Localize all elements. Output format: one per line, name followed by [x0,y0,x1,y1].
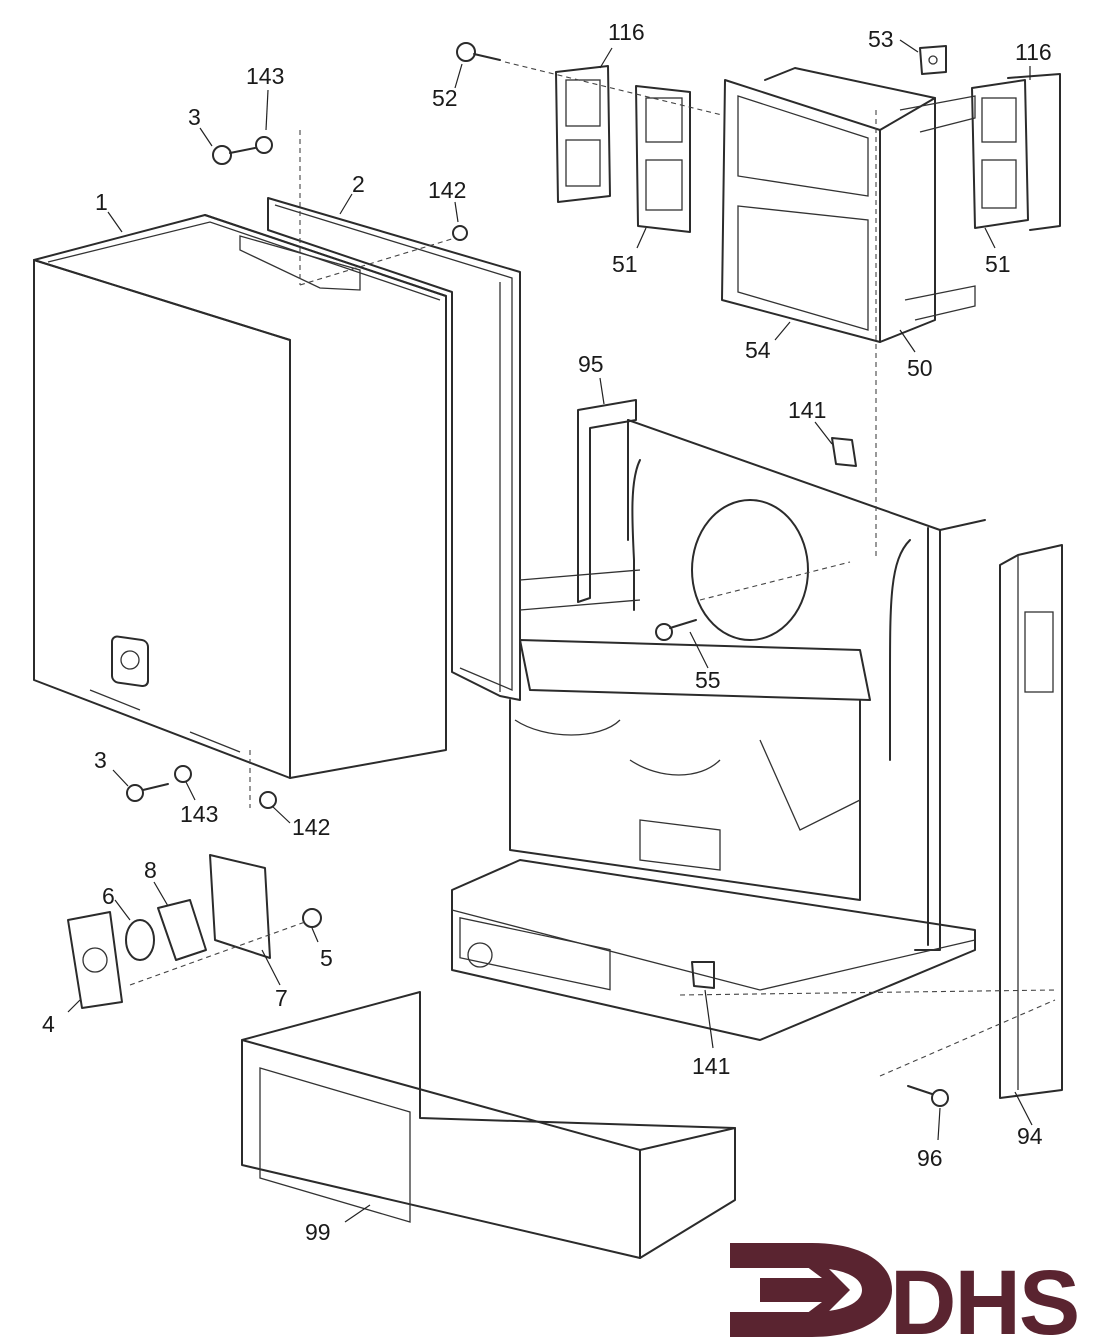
callout-116-left: 116 [608,19,645,45]
part-53-clip [919,45,947,75]
part-94-side-panel [999,544,1063,1099]
callout-142-upper: 142 [428,177,466,203]
assembly-dashes [129,61,1056,1077]
callout-2: 2 [352,171,365,197]
callout-53: 53 [868,26,894,52]
leader-lines [67,39,1033,1223]
part-1-casing [33,214,447,779]
callout-4: 4 [42,1011,55,1037]
part-141-clip-top [831,437,857,467]
part-99-tray [241,991,736,1259]
callout-143-lower: 143 [180,801,218,827]
callout-3-lower: 3 [94,747,107,773]
part-50-hood [764,67,976,343]
callout-141-upper: 141 [788,397,826,423]
fasteners-lower [126,765,277,809]
control-knob-assembly [67,854,322,1009]
callout-52: 52 [432,85,458,111]
callout-116-right: 116 [1015,39,1052,65]
callout-1: 1 [95,189,108,215]
part-55-screw [655,619,697,641]
callout-55: 55 [695,667,721,693]
part-116-gasket-left [555,65,611,203]
callout-5: 5 [320,945,333,971]
part-51-gasket-left [635,85,691,233]
callout-143-upper: 143 [246,63,284,89]
part-54-seal [721,79,881,343]
logo-arrow-mark [730,1243,892,1337]
part-116-gasket-right [1007,73,1061,231]
logo-text: DHS [890,1252,1078,1340]
part-52-screw [456,42,501,62]
part-2-frame [267,197,521,701]
part-95-strip [577,399,637,603]
fasteners-upper [212,136,468,241]
callout-142-lower: 142 [292,814,330,840]
callout-labels: 1 2 3 143 142 52 116 51 53 116 51 54 50 … [42,19,1052,1245]
part-96-screw [907,1085,949,1107]
callout-95: 95 [578,351,604,377]
callout-50: 50 [907,355,933,381]
callout-8: 8 [144,857,157,883]
callout-54: 54 [745,337,771,363]
callout-99: 99 [305,1219,331,1245]
callout-51-right: 51 [985,251,1011,277]
callout-141-lower: 141 [692,1053,730,1079]
callout-51-left: 51 [612,251,638,277]
callout-6: 6 [102,883,115,909]
dhs-logo: DHS [730,1243,1080,1340]
callout-94: 94 [1017,1123,1043,1149]
callout-3-upper: 3 [188,104,201,130]
part-141-clip-bottom [691,961,715,989]
chassis-assembly [451,419,986,1041]
callout-96: 96 [917,1145,943,1171]
callout-7: 7 [275,985,288,1011]
part-51-gasket-right [971,79,1029,229]
